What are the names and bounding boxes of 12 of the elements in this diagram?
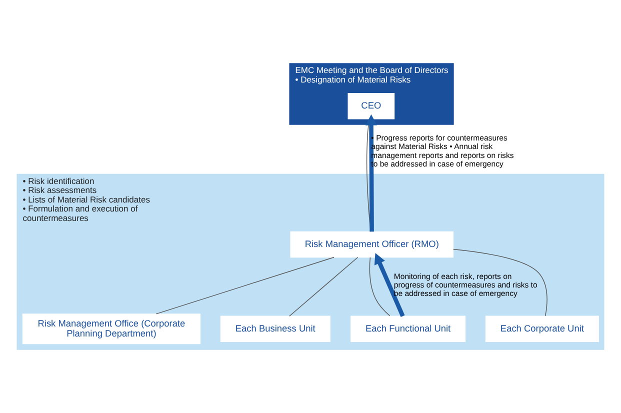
node-box: Each Corporate Unit (485, 316, 599, 342)
node-box: Each Functional Unit (350, 316, 466, 342)
node-box: CEO (348, 92, 395, 120)
node-box: Risk Management Officer (RMO) (290, 231, 454, 258)
connector (369, 257, 390, 316)
node-box: Each Business Unit (220, 316, 330, 342)
connector (289, 256, 358, 316)
connector (452, 248, 548, 316)
connector (156, 256, 334, 314)
arrow (374, 253, 405, 317)
arrow (366, 114, 378, 232)
node-box: Risk Management Office (Corporate Planning Department) (22, 314, 200, 344)
